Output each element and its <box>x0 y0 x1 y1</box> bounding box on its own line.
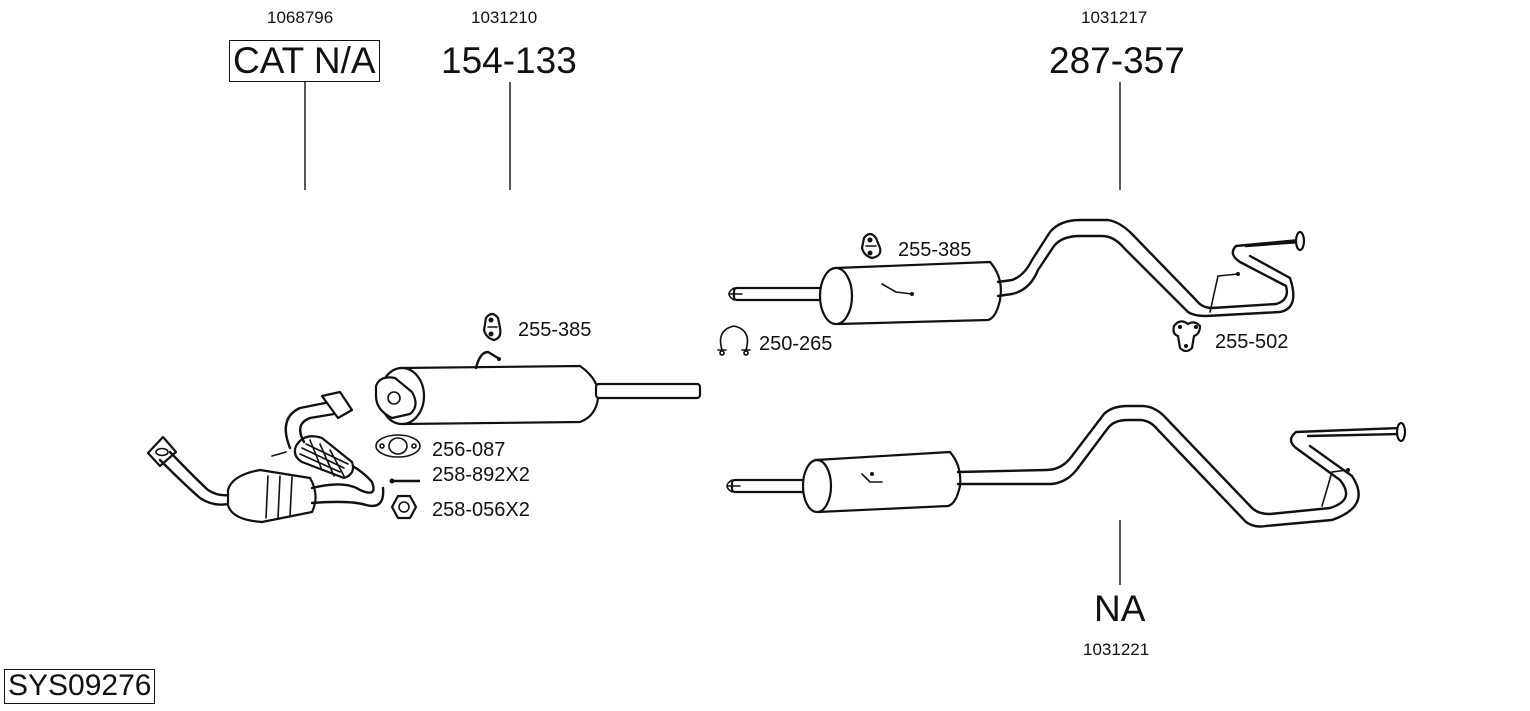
hex-nut-icon <box>390 494 418 520</box>
bolt-icon <box>389 478 420 484</box>
part-number-na[interactable]: NA <box>1094 588 1146 629</box>
part-number-287-357[interactable]: 287-357 <box>1049 40 1185 81</box>
label-gasket[interactable]: 256-087 <box>432 439 506 461</box>
label-clamp[interactable]: 250-265 <box>759 333 833 355</box>
front-silencer-154-133[interactable] <box>374 350 702 426</box>
part-number-154-133[interactable]: 154-133 <box>441 40 577 81</box>
ref-number-cat: 1068796 <box>267 8 334 27</box>
ref-number-na: 1031221 <box>1083 640 1150 659</box>
flange-gasket-icon <box>375 434 421 458</box>
catalytic-converter-assembly[interactable] <box>146 390 385 524</box>
label-rear-hanger[interactable]: 255-385 <box>898 239 972 261</box>
rear-silencer-287-357[interactable] <box>728 218 1306 326</box>
label-front-hanger[interactable]: 255-385 <box>518 319 592 341</box>
label-bolt[interactable]: 258-892X2 <box>432 464 530 486</box>
rubber-hanger-icon <box>860 232 882 260</box>
triple-hanger-icon <box>1172 320 1202 353</box>
pipe-clamp-icon <box>717 325 751 356</box>
diagram-id: SYS09276 <box>4 669 156 704</box>
rubber-hanger-icon <box>482 312 502 342</box>
label-tail-hanger[interactable]: 255-502 <box>1215 331 1289 353</box>
ref-number-287-357: 1031217 <box>1081 8 1148 27</box>
ref-number-154-133: 1031210 <box>471 8 538 27</box>
part-number-cat[interactable]: CAT N/A <box>229 40 380 82</box>
label-nut[interactable]: 258-056X2 <box>432 499 530 521</box>
rear-section-na[interactable] <box>726 404 1407 528</box>
